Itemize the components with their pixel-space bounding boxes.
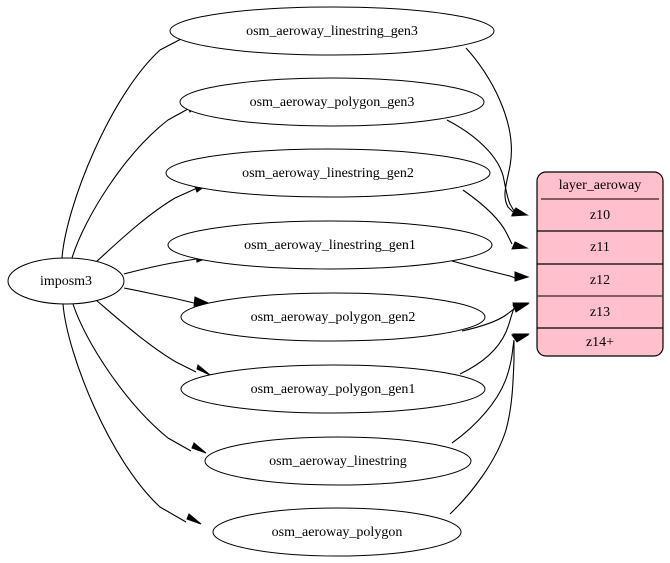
node-osm-aeroway-polygon-gen3[interactable]: osm_aeroway_polygon_gen3	[179, 77, 485, 127]
edge-imposm3-to-polygon	[62, 303, 202, 525]
layer-aeroway-header-label: layer_aeroway	[559, 178, 641, 193]
imposm3-ellipse[interactable]	[7, 257, 125, 305]
imposm3-label: imposm3	[40, 274, 92, 289]
edge-polygon-to-z14	[449, 334, 530, 515]
osm-aeroway-polygon-gen3-ellipse[interactable]	[179, 77, 485, 127]
node-osm-aeroway-linestring-gen3[interactable]: osm_aeroway_linestring_gen3	[169, 6, 495, 56]
osm-aeroway-linestring-gen1-ellipse[interactable]	[167, 220, 493, 270]
osm-aeroway-linestring-gen1-label: osm_aeroway_linestring_gen1	[244, 238, 416, 253]
osm-aeroway-linestring-gen3-ellipse[interactable]	[169, 6, 495, 56]
osm-aeroway-polygon-gen2-ellipse[interactable]	[180, 292, 486, 342]
node-osm-aeroway-linestring[interactable]: osm_aeroway_linestring	[204, 436, 472, 486]
node-osm-aeroway-polygon[interactable]: osm_aeroway_polygon	[212, 507, 462, 557]
edge-polygon-gen1-to-z13	[459, 302, 530, 375]
edge-imposm3-to-linestring	[72, 303, 207, 454]
table-row-z11-label[interactable]: z11	[590, 240, 610, 255]
osm-aeroway-linestring-gen3-label: osm_aeroway_linestring_gen3	[246, 24, 418, 39]
edges-to-table	[446, 47, 530, 515]
edge-imposm3-to-polygon-gen1	[95, 299, 211, 376]
edge-linestring-gen2-to-z11	[462, 189, 529, 250]
node-layer-aeroway-table[interactable]: layer_aeroway z10 z11 z12 z13 z14+	[536, 171, 664, 357]
table-row-z12-label[interactable]: z12	[590, 273, 610, 288]
table-row-z13-label[interactable]: z13	[590, 305, 610, 320]
edge-imposm3-to-linestring-gen3	[61, 30, 198, 259]
node-osm-aeroway-polygon-gen1[interactable]: osm_aeroway_polygon_gen1	[180, 364, 486, 414]
edge-linestring-gen3-to-z10	[465, 47, 529, 217]
node-osm-aeroway-polygon-gen2[interactable]: osm_aeroway_polygon_gen2	[180, 292, 486, 342]
osm-aeroway-polygon-gen1-label: osm_aeroway_polygon_gen1	[251, 382, 416, 397]
edge-linestring-gen1-to-z12	[451, 260, 530, 282]
osm-aeroway-linestring-ellipse[interactable]	[204, 436, 472, 486]
node-osm-aeroway-linestring-gen2[interactable]: osm_aeroway_linestring_gen2	[165, 148, 491, 198]
table-row-z10-label[interactable]: z10	[590, 208, 610, 223]
osm-aeroway-linestring-label: osm_aeroway_linestring	[269, 454, 407, 469]
osm-aeroway-polygon-gen1-ellipse[interactable]	[180, 364, 486, 414]
osm-aeroway-linestring-gen2-label: osm_aeroway_linestring_gen2	[242, 166, 414, 181]
osm-aeroway-polygon-gen3-label: osm_aeroway_polygon_gen3	[250, 95, 415, 110]
osm-aeroway-polygon-gen2-label: osm_aeroway_polygon_gen2	[251, 310, 416, 325]
osm-aeroway-polygon-ellipse[interactable]	[212, 507, 462, 557]
table-row-z14-label[interactable]: z14+	[586, 335, 614, 350]
node-imposm3[interactable]: imposm3	[7, 257, 125, 305]
osm-aeroway-linestring-gen2-ellipse[interactable]	[165, 148, 491, 198]
edge-polygon-gen3-to-z10	[446, 119, 529, 216]
node-osm-aeroway-linestring-gen1[interactable]: osm_aeroway_linestring_gen1	[167, 220, 493, 270]
edge-imposm3-to-polygon-gen2	[123, 287, 210, 307]
osm-aeroway-polygon-label: osm_aeroway_polygon	[272, 525, 403, 540]
